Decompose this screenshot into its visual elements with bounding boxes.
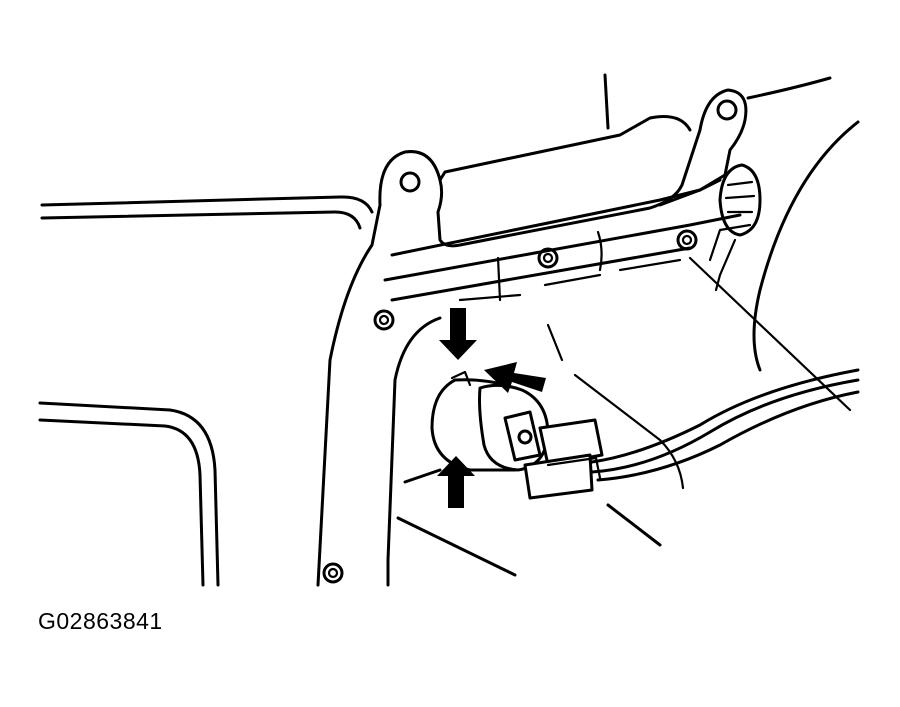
screw-icon bbox=[537, 247, 559, 269]
screw-icon bbox=[322, 562, 344, 584]
arrow-left-icon bbox=[484, 362, 546, 393]
arrow-down-icon bbox=[439, 308, 477, 360]
lamp-socket bbox=[430, 370, 604, 500]
arrow-up-icon bbox=[437, 456, 475, 508]
lower-panel-lines bbox=[396, 468, 662, 577]
screw-icon bbox=[676, 229, 698, 251]
mounting-bracket bbox=[316, 88, 852, 587]
body-panel-outline bbox=[38, 73, 860, 587]
screw-fasteners bbox=[322, 229, 698, 584]
wiring-harness bbox=[590, 368, 860, 482]
side-clip bbox=[718, 163, 762, 237]
screw-icon bbox=[373, 309, 395, 331]
figure-code: G02863841 bbox=[38, 608, 163, 634]
direction-arrows bbox=[437, 308, 546, 508]
